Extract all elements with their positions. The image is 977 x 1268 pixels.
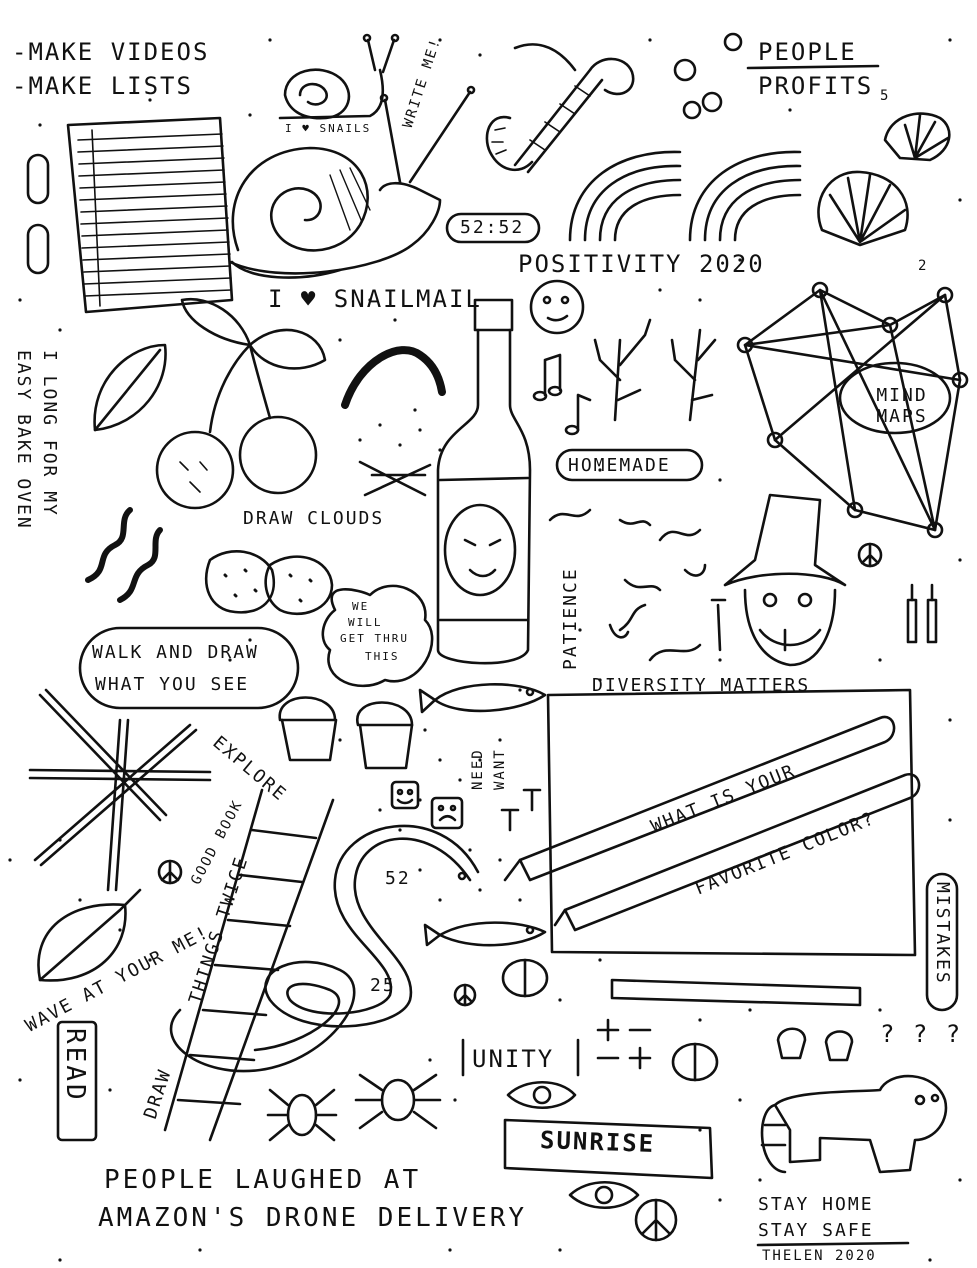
note-walk-and-draw: WALK AND DRAW xyxy=(92,642,259,663)
read-outline xyxy=(56,1020,98,1142)
question-marks: ? ? ? ? xyxy=(880,1020,977,1048)
candy-cane-drawing xyxy=(513,43,635,174)
raccoon-drawing xyxy=(760,1074,948,1174)
crossed-out-drawing xyxy=(358,460,432,497)
moon-face-drawing xyxy=(529,279,585,335)
coral-drawing xyxy=(593,318,717,422)
ladder-drawing xyxy=(163,788,335,1142)
cookies-drawing xyxy=(204,550,334,616)
mistakes-outline xyxy=(925,872,959,1012)
clock-readout: 52:52 xyxy=(460,217,525,238)
peace-sign-drawing xyxy=(157,542,883,1242)
page-number: 5 xyxy=(880,88,891,104)
note-snailmail: I ♥ SNAILMAIL xyxy=(268,285,482,313)
leaf-drawing xyxy=(37,343,167,982)
shell-drawing xyxy=(817,112,951,247)
acorn-drawing xyxy=(776,1027,854,1062)
rainbow-drawing xyxy=(568,150,802,242)
note-easy-bake-2: EASY BAKE OVEN xyxy=(13,350,34,530)
bottle-drawing xyxy=(436,298,532,665)
clock-outline xyxy=(445,212,541,244)
paper-sheet-drawing xyxy=(503,688,921,1007)
note-i-love-snails: I ♥ SNAILS xyxy=(285,122,372,135)
side-pill-outline xyxy=(26,223,50,275)
underline-stroke xyxy=(746,64,910,1247)
homemade-outline xyxy=(555,448,704,482)
artist-signature: THELEN 2020 xyxy=(762,1248,877,1264)
snake-number: 52 xyxy=(385,868,411,889)
bubble-line-1: WE xyxy=(352,600,370,613)
note-make-videos: -MAKE VIDEOS xyxy=(12,38,210,66)
note-profits: PROFITS xyxy=(758,72,874,100)
note-need: NEED xyxy=(470,748,486,790)
fish-drawing xyxy=(418,683,547,947)
mind-map-drawing xyxy=(736,281,969,539)
caption-amazon: AMAZON'S DRONE DELIVERY xyxy=(98,1203,528,1233)
note-homemade: HOMEMADE xyxy=(568,455,671,476)
sunrise-banner-outline xyxy=(503,1118,714,1180)
bubble-line-3: GET THRU xyxy=(340,632,409,645)
mind-map-label: MIND MAPS xyxy=(876,385,928,427)
face-box-drawing xyxy=(390,780,464,830)
shrimp-drawing xyxy=(485,115,534,172)
cupcake-drawing xyxy=(278,696,414,770)
snake-drawing xyxy=(169,824,480,1073)
note-want: WANT xyxy=(492,748,508,790)
bubble-line-4: THIS xyxy=(365,650,400,663)
note-stay-safe: STAY SAFE xyxy=(758,1220,874,1241)
note-draw-clouds: DRAW CLOUDS xyxy=(243,508,385,529)
small-worms-drawing xyxy=(548,508,707,662)
cherries-drawing xyxy=(155,297,327,510)
pencils-drawing xyxy=(28,688,212,892)
ladybug-drawing xyxy=(501,958,719,1082)
bubble-line-2: WILL xyxy=(348,616,383,629)
music-note-drawing xyxy=(532,353,592,436)
note-read: READ xyxy=(60,1028,90,1103)
note-mistakes: MISTAKES xyxy=(932,882,953,985)
note-make-lists: -MAKE LISTS xyxy=(12,72,193,100)
speech-bubble-outline xyxy=(321,584,434,688)
note-easy-bake-1: I LONG FOR MY xyxy=(39,350,60,517)
note-people: PEOPLE xyxy=(758,38,857,66)
wizard-drawing xyxy=(710,493,847,667)
dot-texture xyxy=(8,38,962,1262)
big-snail-drawing xyxy=(228,85,476,279)
note-diversity: DIVERSITY MATTERS xyxy=(592,675,811,696)
side-pill-outline xyxy=(26,153,50,205)
unity-brackets xyxy=(461,1038,580,1077)
note-what-you-see: WHAT YOU SEE xyxy=(95,674,250,695)
spider-drawing xyxy=(266,1073,442,1142)
eye-drawing xyxy=(506,1080,640,1210)
pins-drawing xyxy=(500,788,542,832)
note-patience: PATIENCE xyxy=(560,567,581,670)
note-stay-home: STAY HOME xyxy=(758,1194,874,1215)
snake-number: 25 xyxy=(370,975,396,996)
caterpillar-drawing xyxy=(341,346,446,409)
note-unity: UNITY xyxy=(472,1045,555,1073)
walk-and-draw-outline xyxy=(78,626,300,710)
bubbles-drawing xyxy=(673,32,743,120)
page-number: 2 xyxy=(918,258,929,274)
small-snail-drawing xyxy=(278,33,400,120)
caption-people-laughed: PEOPLE LAUGHED AT xyxy=(104,1165,422,1195)
squiggle-worms-drawing xyxy=(85,507,163,603)
plus-minus-drawing xyxy=(596,1018,652,1070)
note-positivity: POSITIVITY 2020 xyxy=(518,250,765,278)
notepad-drawing xyxy=(66,116,234,314)
candles-drawing xyxy=(906,583,938,644)
note-sunrise: SUNRISE xyxy=(539,1125,656,1159)
